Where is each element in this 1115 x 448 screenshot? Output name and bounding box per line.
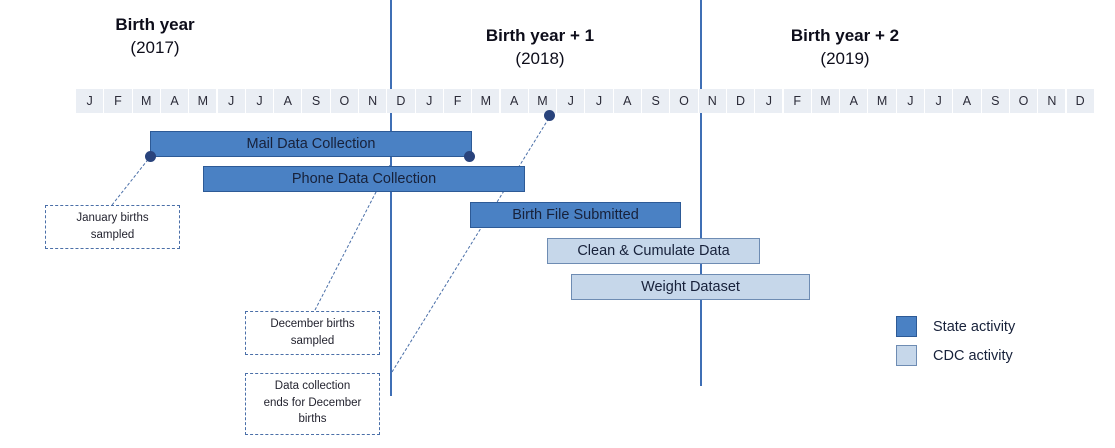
- callout-line-1: January births: [76, 212, 149, 224]
- legend-swatch-cdc-icon: [896, 345, 917, 366]
- year-heading-label: Birth year: [115, 15, 195, 34]
- legend-label-state-activity: State activity: [933, 318, 1016, 335]
- bar-birth-file-submitted[interactable]: Birth File Submitted: [470, 202, 681, 228]
- bar-weight-dataset[interactable]: Weight Dataset: [571, 274, 810, 300]
- callout-line-2: sampled: [90, 228, 135, 241]
- year-heading-value: (2018): [515, 48, 565, 68]
- month-cell: J: [415, 89, 444, 113]
- month-cell: A: [160, 89, 190, 113]
- callout-december-births-sampled: December births sampled: [245, 311, 380, 355]
- month-cell: A: [274, 89, 303, 113]
- year-divider-2018-2019: [700, 0, 702, 386]
- year-heading-value: (2019): [820, 48, 870, 68]
- month-cell: S: [642, 89, 671, 113]
- year-heading-label: Birth year + 1: [485, 26, 595, 45]
- month-cell: A: [953, 89, 982, 113]
- month-cell: J: [896, 89, 925, 113]
- marker-mail-collection-end: [464, 151, 475, 162]
- bar-clean-and-cumulate-data[interactable]: Clean & Cumulate Data: [547, 238, 760, 264]
- month-cell: J: [217, 89, 246, 113]
- month-cell: F: [104, 89, 133, 113]
- month-cell: F: [783, 89, 812, 113]
- year-heading-birth-year: Birth year (2017): [30, 14, 280, 60]
- callout-data-collection-ends: Data collection ends for December births: [245, 373, 380, 435]
- callout-line-3: births: [298, 413, 327, 426]
- month-cell: J: [925, 89, 954, 113]
- legend-label-cdc-activity: CDC activity: [933, 347, 1013, 364]
- year-heading-value: (2017): [130, 37, 180, 57]
- month-cell: S: [302, 89, 331, 113]
- month-cell: M: [868, 89, 897, 113]
- callout-line-1: Data collection: [274, 380, 351, 392]
- marker-december-births-collection-end: [544, 110, 555, 121]
- month-cell: M: [811, 89, 841, 113]
- callout-line-2: ends for December: [263, 396, 362, 409]
- year-heading-birth-year-plus-1: Birth year + 1 (2018): [395, 25, 685, 71]
- year-heading-label: Birth year + 2: [790, 26, 900, 45]
- month-cell: D: [387, 89, 416, 113]
- month-cell: D: [726, 89, 756, 113]
- month-cell: A: [613, 89, 642, 113]
- legend-item-state-activity: State activity: [896, 312, 1015, 341]
- legend: State activity CDC activity: [896, 312, 1015, 370]
- month-cell: A: [500, 89, 529, 113]
- month-cell: M: [528, 89, 558, 113]
- year-heading-birth-year-plus-2: Birth year + 2 (2019): [700, 25, 990, 71]
- month-cell: N: [1038, 89, 1067, 113]
- callout-line-2: sampled: [290, 334, 335, 347]
- month-cell: S: [981, 89, 1010, 113]
- month-cell: M: [132, 89, 161, 113]
- year-divider-2017-2018: [390, 0, 392, 396]
- month-cell: M: [472, 89, 501, 113]
- bar-mail-data-collection[interactable]: Mail Data Collection: [150, 131, 472, 157]
- month-cell: N: [698, 89, 727, 113]
- month-cell: N: [359, 89, 388, 113]
- month-cell: O: [1009, 89, 1039, 113]
- month-cell: O: [330, 89, 359, 113]
- month-cell: F: [443, 89, 473, 113]
- month-cell: O: [670, 89, 699, 113]
- month-cell: D: [1066, 89, 1095, 113]
- month-cell: A: [840, 89, 869, 113]
- callout-line-1: December births: [270, 318, 355, 330]
- month-cell: J: [755, 89, 784, 113]
- legend-item-cdc-activity: CDC activity: [896, 341, 1015, 370]
- month-cell: J: [557, 89, 586, 113]
- month-cell: J: [585, 89, 614, 113]
- bar-phone-data-collection[interactable]: Phone Data Collection: [203, 166, 525, 192]
- callout-january-births-sampled: January births sampled: [45, 205, 180, 249]
- month-cell: J: [76, 89, 105, 113]
- marker-january-births-sampled: [145, 151, 156, 162]
- month-cell: M: [189, 89, 218, 113]
- legend-swatch-state-icon: [896, 316, 917, 337]
- month-cell: J: [245, 89, 275, 113]
